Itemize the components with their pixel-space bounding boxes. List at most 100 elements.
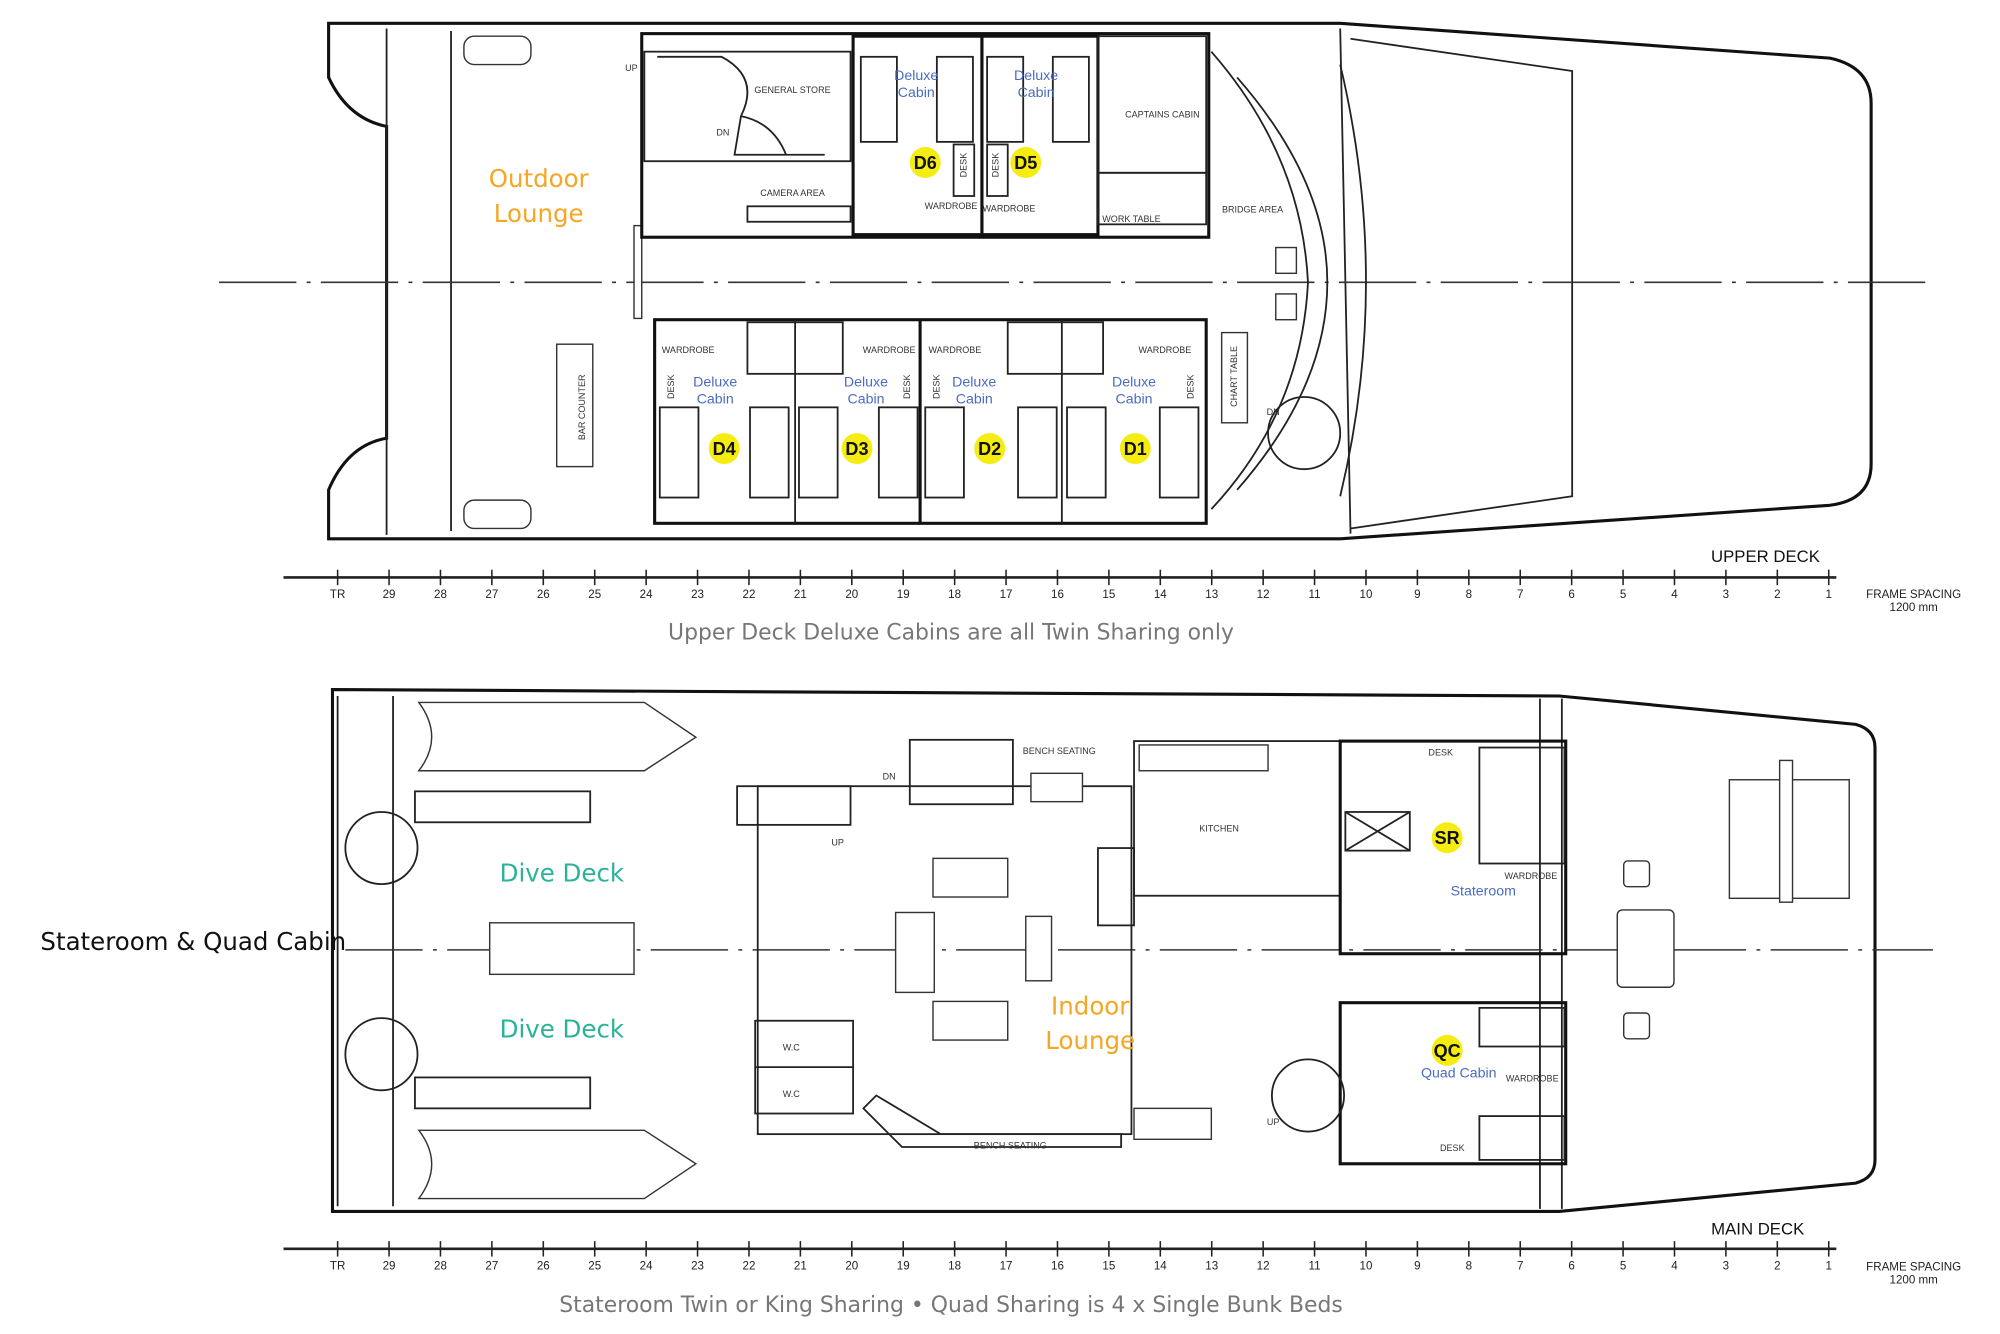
upper-deck-title: UPPER DECK: [1711, 547, 1820, 566]
frame-tick-label: 4: [1671, 1260, 1678, 1272]
deluxe-cabin-label: Cabin: [956, 391, 993, 407]
frame-tick-label: 6: [1568, 589, 1574, 601]
frame-tick-label: 29: [383, 589, 396, 601]
svg-text:D5: D5: [1014, 153, 1037, 173]
upper-caption: Upper Deck Deluxe Cabins are all Twin Sh…: [668, 620, 1234, 645]
deluxe-cabin-label: Deluxe: [952, 375, 996, 391]
frame-tick-label: 11: [1309, 1260, 1321, 1272]
frame-tick-label: 17: [1000, 589, 1013, 601]
frame-tick-label: 8: [1466, 589, 1472, 601]
frame-tick-label: 7: [1517, 589, 1523, 601]
desk-label: DESK: [1185, 374, 1195, 399]
frame-tick-label: 13: [1205, 1260, 1218, 1272]
frame-tick-label: 3: [1723, 589, 1729, 601]
main-deck: Stateroom & Quad Cabin Dive Deck Dive De…: [40, 687, 1933, 1214]
frame-tick-label: 26: [537, 589, 550, 601]
frame-tick-label: 27: [485, 1260, 498, 1272]
bar-counter: [555, 343, 594, 468]
wardrobe-label: WARDROBE: [1139, 345, 1192, 355]
frame-tick-label: 19: [897, 1260, 910, 1272]
cabin-badge: D4: [708, 433, 740, 465]
frame-tick-label: 28: [434, 589, 447, 601]
bridge-area-label: BRIDGE AREA: [1222, 205, 1283, 215]
up-label: UP: [1267, 1117, 1280, 1127]
frame-tick-label: 8: [1466, 1260, 1472, 1272]
frame-tick-label: 14: [1154, 589, 1167, 601]
svg-text:D4: D4: [713, 439, 736, 459]
dn-label: DN: [1267, 407, 1280, 417]
indoor-lounge-label: Indoor: [1051, 991, 1130, 1020]
frame-tick-label: 28: [434, 1260, 447, 1272]
upper-deck: Outdoor Lounge DeluxeCabinDeluxeCabinDel…: [219, 21, 1933, 541]
wc-label: W.C: [783, 1042, 801, 1052]
frame-tick-label: 14: [1154, 1260, 1167, 1272]
frame-tick-label: 25: [588, 1260, 601, 1272]
kitchen-label: KITCHEN: [1199, 823, 1239, 833]
deluxe-cabin-label: Deluxe: [1112, 375, 1156, 391]
frame-tick-label: 19: [897, 589, 910, 601]
desk-label: DESK: [958, 153, 968, 178]
svg-text:D1: D1: [1124, 439, 1147, 459]
frame-tick-label: 27: [485, 589, 498, 601]
up-label: UP: [831, 837, 844, 847]
frame-tick-label: 20: [845, 589, 858, 601]
quad-cabin-label: Quad Cabin: [1421, 1065, 1497, 1081]
frame-tick-label: 16: [1051, 1260, 1064, 1272]
frame-tick-label: 22: [743, 1260, 756, 1272]
main-caption: Stateroom Twin or King Sharing • Quad Sh…: [559, 1293, 1343, 1318]
tender-boat: [417, 701, 698, 772]
frame-tick-label: 9: [1414, 1260, 1420, 1272]
bar-counter-label: BAR COUNTER: [577, 374, 587, 440]
frame-tick-label: 23: [691, 589, 704, 601]
upper-hull-outline: [327, 21, 1873, 541]
tender-boat: [417, 1129, 698, 1200]
liferaft-icon: [463, 499, 532, 530]
main-hull-outline: [330, 687, 1877, 1214]
badge-sr: SR: [1431, 822, 1463, 854]
frame-tick-label: 6: [1568, 1260, 1574, 1272]
dn-label: DN: [716, 127, 729, 137]
wardrobe-label: WARDROBE: [983, 203, 1036, 213]
frame-spacing-label: FRAME SPACING: [1866, 589, 1961, 601]
deluxe-cabin-label: Cabin: [847, 391, 884, 407]
deluxe-cabin-label: Cabin: [1116, 391, 1153, 407]
frame-tick-label: 15: [1102, 589, 1115, 601]
frame-tick-label: 20: [845, 1260, 858, 1272]
main-deck-title: MAIN DECK: [1711, 1220, 1804, 1239]
desk-label: DESK: [931, 374, 941, 399]
deluxe-cabin-label: Cabin: [1018, 85, 1055, 101]
frame-tick-label: 2: [1774, 1260, 1780, 1272]
frame-tick-label: 9: [1414, 589, 1420, 601]
frame-tick-label: 22: [743, 589, 756, 601]
dive-deck-label: Dive Deck: [500, 1014, 625, 1043]
camera-area-label: CAMERA AREA: [760, 188, 825, 198]
svg-text:D3: D3: [845, 439, 868, 459]
frame-spacing-value: 1200 mm: [1890, 602, 1938, 614]
frame-tick-label: 25: [588, 589, 601, 601]
desk-label: DESK: [666, 374, 676, 399]
frame-tick-label: 21: [794, 1260, 807, 1272]
cabin-badge: D6: [909, 147, 941, 178]
wardrobe-label: WARDROBE: [863, 345, 916, 355]
frame-tick-label: 1: [1826, 1260, 1832, 1272]
frame-tick-label: 10: [1360, 1260, 1373, 1272]
wardrobe-label: WARDROBE: [1505, 871, 1558, 881]
deluxe-cabin-label: Deluxe: [1014, 68, 1058, 84]
wardrobe-label: WARDROBE: [662, 345, 715, 355]
frame-tick-label: 17: [1000, 1260, 1013, 1272]
wardrobe-label: WARDROBE: [1506, 1073, 1559, 1083]
frame-tick-label: 23: [691, 1260, 704, 1272]
cabin-badge: D5: [1010, 147, 1042, 178]
badge-qc: QC: [1431, 1034, 1463, 1066]
liferaft-icon: [463, 35, 532, 66]
frame-tick-label: 24: [640, 1260, 653, 1272]
frame-tick-label: 12: [1257, 589, 1270, 601]
work-table-label: WORK TABLE: [1102, 214, 1160, 224]
frame-tick-label: 29: [383, 1260, 396, 1272]
frame-tick-label: 15: [1102, 1260, 1115, 1272]
desk-label: DESK: [902, 374, 912, 399]
wc-label: W.C: [783, 1089, 801, 1099]
frame-tick-label: 13: [1205, 589, 1218, 601]
